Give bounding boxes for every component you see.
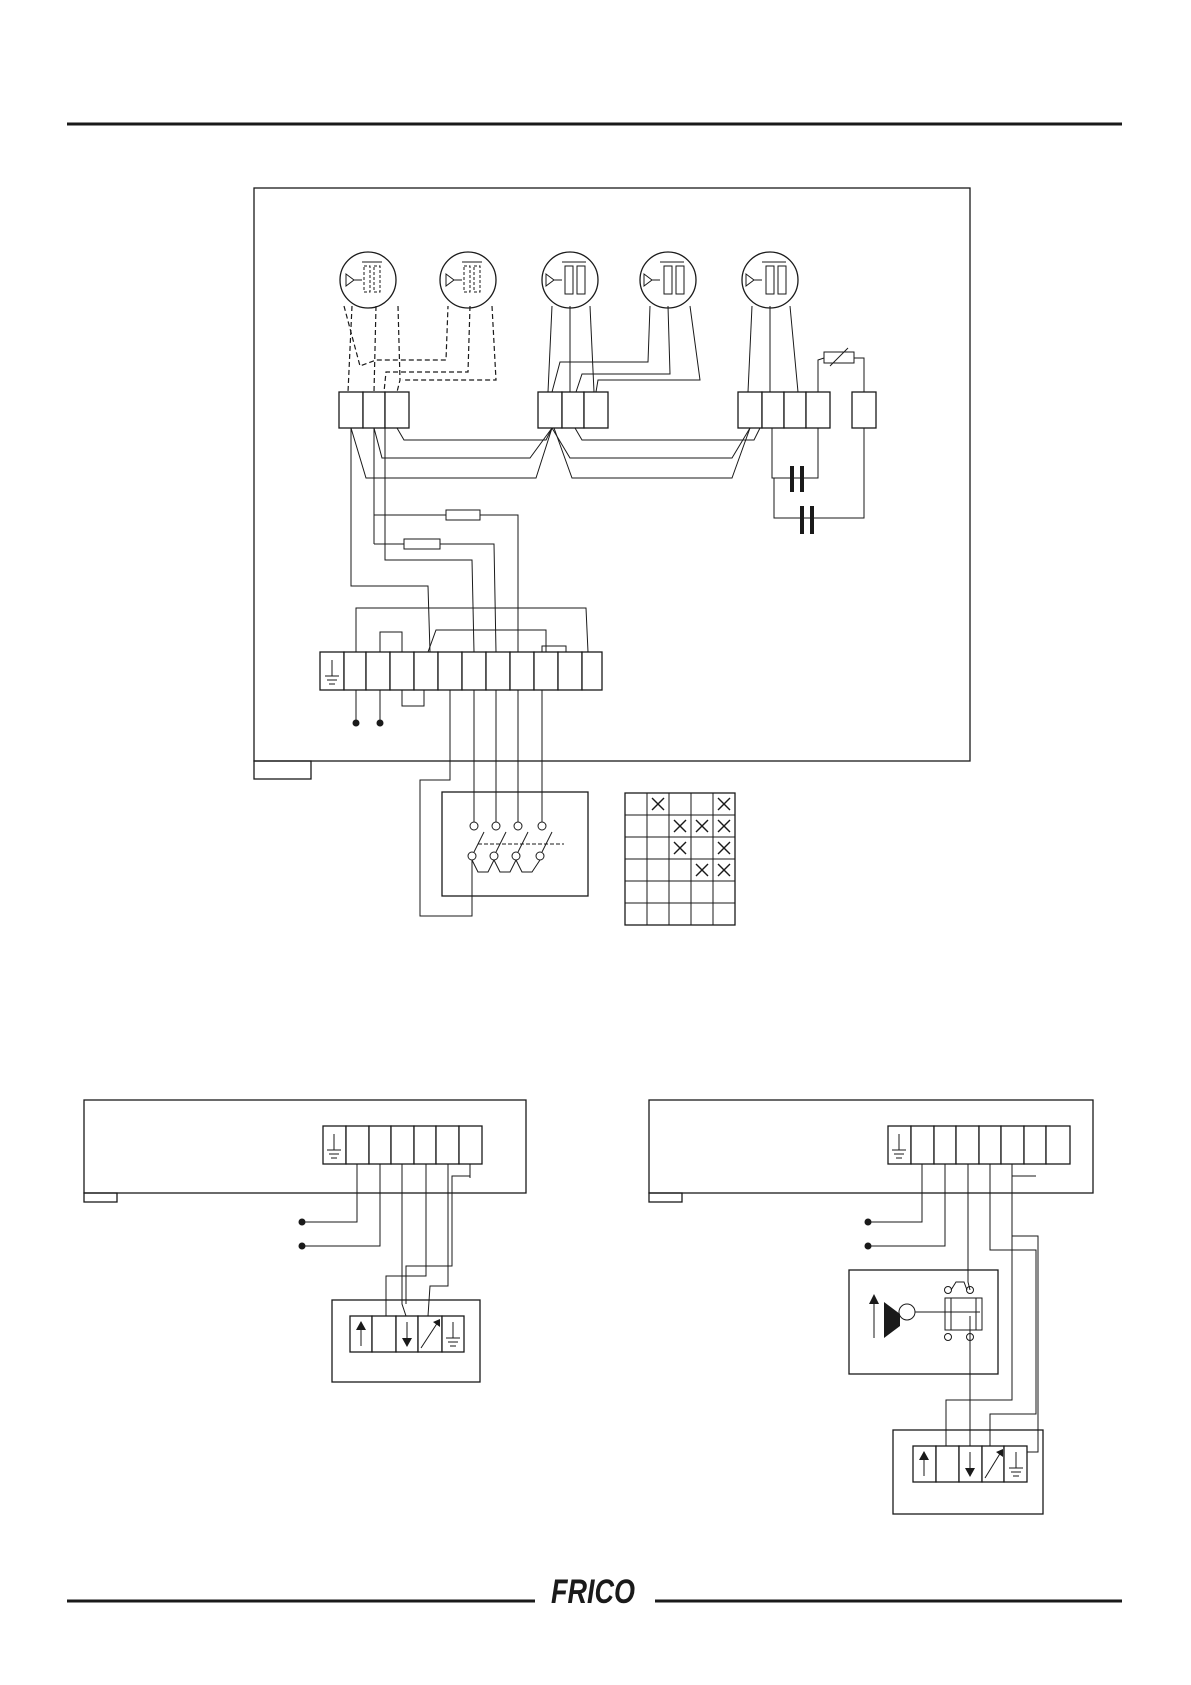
dashed-wiring [344, 306, 496, 392]
element-leads [548, 306, 798, 392]
heater-element-1 [340, 252, 396, 308]
supply-leads-main [353, 690, 384, 727]
terminal-strip-right [888, 1126, 1070, 1164]
heater-element-3 [542, 252, 598, 308]
switch-table-mark [696, 864, 708, 876]
selector-switch [442, 792, 588, 896]
switch-table-mark [718, 820, 730, 832]
lower-left-wiring [299, 1164, 471, 1316]
thermal-fuse [818, 348, 864, 392]
heater-element-4 [640, 252, 696, 308]
switch-table-mark [718, 798, 730, 810]
heater-element-5 [742, 252, 798, 308]
cam-wheel-icon [899, 1304, 915, 1320]
terminal-strip-left [323, 1126, 482, 1164]
switch-table-mark [696, 820, 708, 832]
main-enclosure-tab [254, 761, 311, 779]
switch-table-mark [718, 842, 730, 854]
resistor-1 [446, 510, 480, 520]
switch-table-mark [674, 842, 686, 854]
terminal-strip-main [320, 652, 602, 690]
lower-right-diagram [649, 1100, 1093, 1514]
cam-wedge-icon [884, 1302, 900, 1338]
resistor-2 [404, 539, 440, 549]
heater-element-2 [440, 252, 496, 308]
switch-table-mark [718, 864, 730, 876]
room-thermostat-left [332, 1300, 480, 1382]
capacitor-1 [792, 466, 802, 492]
switch-leads [420, 690, 542, 916]
arrow-up-icon [869, 1294, 879, 1338]
terminal-block-c [738, 392, 830, 428]
frico-logo: FRICO [551, 1573, 635, 1611]
main-diagram [254, 188, 970, 916]
switch-table-mark [652, 798, 664, 810]
room-thermostat-right [893, 1430, 1043, 1514]
block-interconnects [351, 428, 864, 518]
lower-right-enclosure-tab [649, 1193, 682, 1202]
switch-table-mark [674, 820, 686, 832]
terminal-block-b [538, 392, 608, 428]
switch-position-table [625, 793, 735, 925]
lower-left-diagram [84, 1100, 526, 1382]
terminal-block-a [339, 392, 409, 428]
thermostat-terminal [852, 392, 876, 428]
lower-left-enclosure-tab [84, 1193, 117, 1202]
capacitor-2 [802, 506, 812, 534]
timer-switch [849, 1270, 998, 1374]
